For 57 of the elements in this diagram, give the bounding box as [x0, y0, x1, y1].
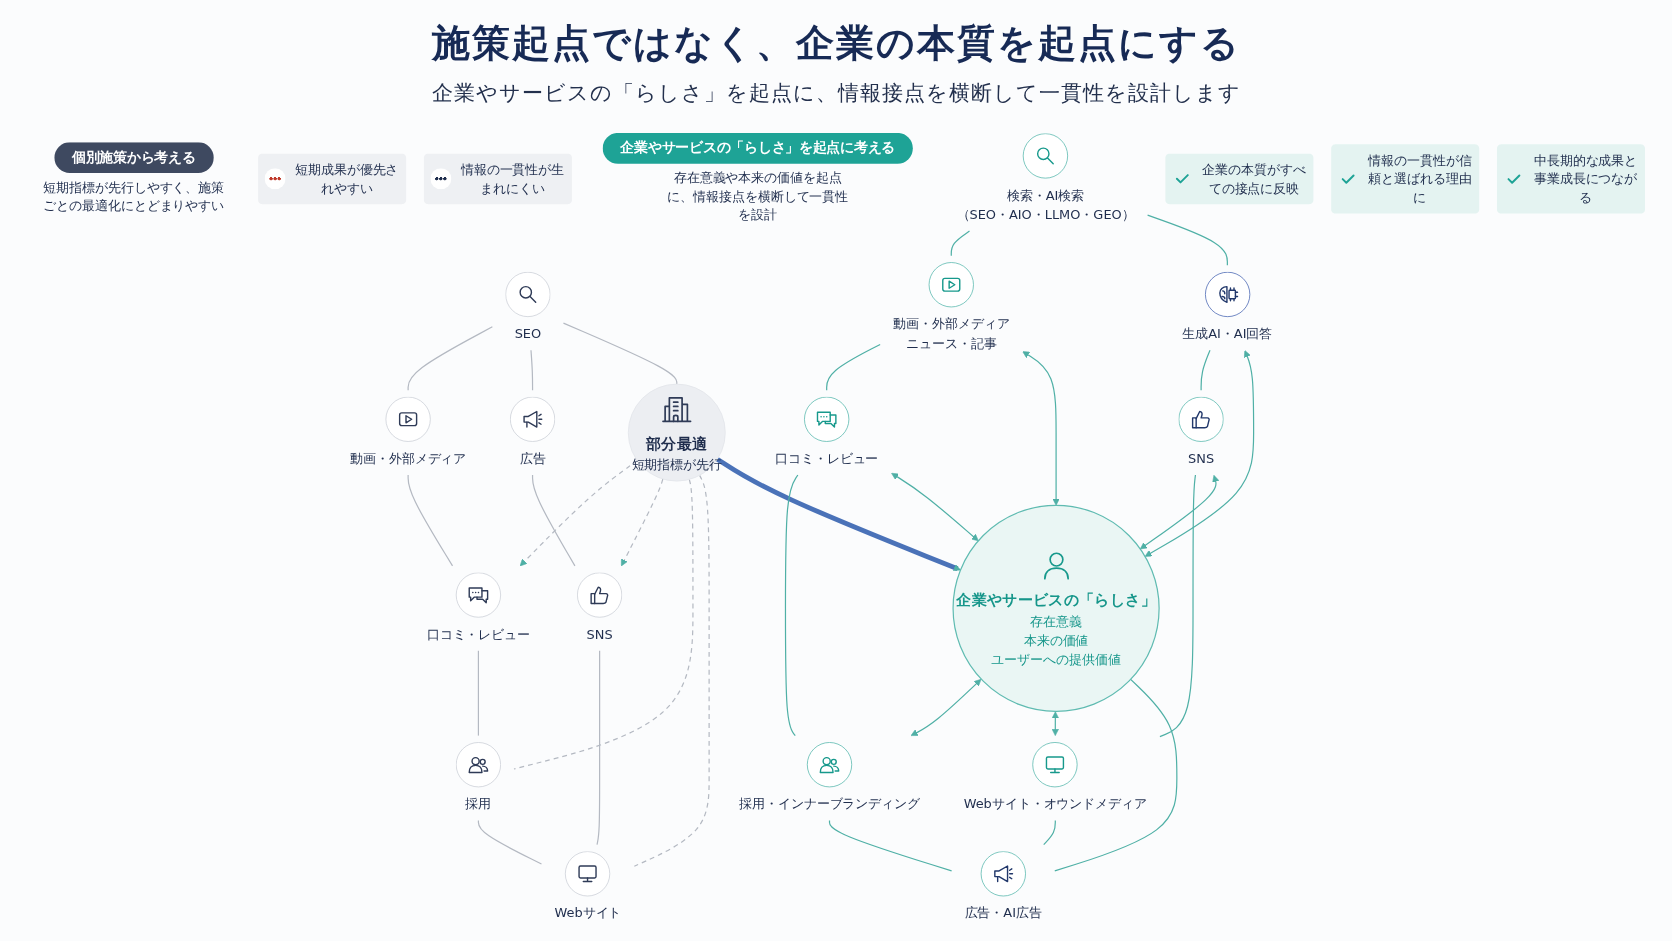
connector: [477, 650, 480, 737]
node-box: 個別施策から考える: [54, 142, 214, 173]
node-label: Webサイト: [554, 905, 622, 921]
node-label: SNS: [1188, 450, 1215, 467]
node-label: 短期指標が先行しやすく、施策ごとの最適化にとどまりやすい: [43, 179, 225, 214]
connector: [1159, 474, 1197, 738]
node-label: 採用・インナーブランディング: [739, 796, 920, 812]
connector: [513, 478, 694, 770]
connector: [407, 474, 454, 567]
node-box: 短期成果が優先されやすい: [258, 153, 407, 205]
connector: [530, 349, 534, 391]
connector: [1147, 214, 1228, 266]
node-label: 検索・AI検索: [1006, 187, 1085, 203]
node-label: SEO: [514, 325, 542, 342]
node-label: 生成AI・AI回答: [1182, 325, 1273, 342]
node-label: 広告: [519, 450, 546, 467]
connector: [477, 819, 543, 865]
connector: [407, 326, 493, 391]
connector: [596, 650, 601, 846]
arrow: [1022, 351, 1060, 506]
connector: [1200, 349, 1211, 391]
arrow: [910, 679, 982, 736]
node-box: 企業の本質がすべての接点に反映: [1165, 153, 1314, 205]
node-label: 口コミ・レビュー: [774, 450, 879, 467]
node-label: 存在意義や本来の価値を起点に、情報接点を横断して一貫性を設計: [667, 169, 849, 223]
node-label: 動画・外部メディア: [349, 450, 467, 467]
connector: [950, 230, 971, 257]
connector: [828, 819, 953, 872]
arrow: [1139, 475, 1220, 550]
node-label: 口コミ・レビュー: [426, 626, 531, 642]
node-box: 中長期的な成果と事業成長につながる: [1496, 144, 1645, 214]
arrow: [621, 478, 664, 567]
node-label: ニュース・記事: [906, 335, 997, 351]
node-label: Webサイト・オウンドメディア: [963, 796, 1147, 812]
node-circle: 部分最適 短期指標が先行: [627, 383, 726, 482]
node-label: 動画・外部メディア: [893, 316, 1010, 332]
node-label: （SEO・AIO・LLMO・GEO）: [956, 206, 1135, 223]
connector: [784, 474, 799, 737]
arrow: [716, 457, 961, 571]
node-circle: 企業やサービスの「らしさ」 存在意義 本来の価値 ユーザーへの提供価値: [952, 504, 1160, 712]
arrow: [891, 472, 979, 542]
arrow: [1051, 711, 1059, 736]
connector: [1054, 678, 1178, 872]
node-label: 採用: [465, 796, 492, 812]
subtitle: 企業やサービスの「らしさ」を起点に、情報接点を横断して一貫性を設計します: [431, 80, 1241, 107]
node-label: 広告・AI広告: [964, 905, 1042, 921]
connector: [1043, 819, 1056, 846]
node-box: 情報の一貫性が信頼と選ばれる理由に: [1331, 144, 1480, 214]
connector: [826, 343, 881, 391]
arrow: [1144, 350, 1255, 557]
connector: [531, 474, 576, 567]
connector: [633, 474, 710, 867]
node-box: 企業やサービスの「らしさ」を起点に考える: [602, 132, 913, 164]
connector: [562, 322, 678, 385]
node-box: 情報の一貫性が生まれにくい: [423, 153, 572, 205]
node-label: SNS: [586, 626, 613, 642]
title: 施策起点ではなく、企業の本質を起点にする: [431, 20, 1241, 67]
